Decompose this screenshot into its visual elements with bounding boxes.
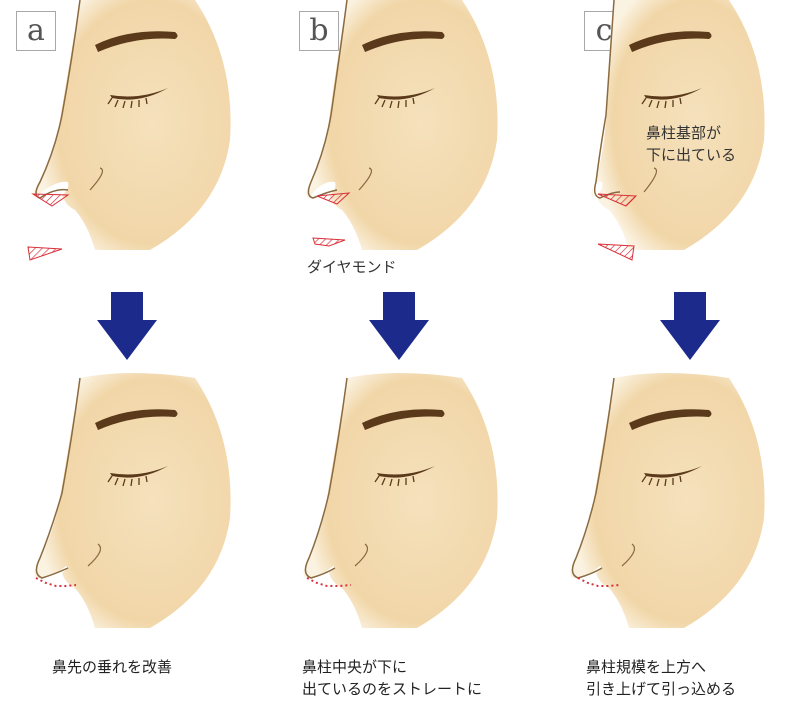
- eyebrow: [629, 31, 712, 52]
- eyebrow: [362, 31, 445, 52]
- label-columella-base: 鼻柱基部が 下に出ている: [646, 122, 736, 166]
- eye-lash-line: [110, 466, 168, 478]
- eyelashes: [374, 475, 415, 487]
- eyebrow: [95, 409, 178, 430]
- arrow-down-icon: [369, 292, 429, 360]
- face-before-b: [306, 0, 498, 250]
- caption-a: 鼻先の垂れを改善: [52, 656, 172, 678]
- face-skin: [570, 373, 765, 628]
- eyelashes: [374, 97, 415, 109]
- eyelashes: [641, 475, 682, 487]
- face-skin: [591, 0, 765, 250]
- dotted-correction-line: [35, 577, 77, 587]
- panel-letter-a: a: [16, 11, 56, 51]
- nostril-line: [89, 167, 103, 191]
- dotted-correction-line: [577, 577, 621, 587]
- hatched-graft-nose: [597, 193, 638, 207]
- hatched-diamond-piece: [312, 237, 346, 247]
- hatched-graft-piece: [27, 246, 63, 261]
- caption-c: 鼻柱規模を上方へ 引き上げて引っ込める: [586, 656, 736, 700]
- nostril-line: [358, 167, 372, 191]
- eyelashes: [107, 475, 148, 487]
- nostril-line: [87, 543, 101, 567]
- label-line: 鼻柱基部が: [646, 124, 722, 142]
- hatched-graft-nose: [31, 193, 70, 207]
- eye-lash-line: [377, 88, 435, 100]
- face-after-a: [34, 373, 231, 628]
- caption-b: 鼻柱中央が下に 出ているのをストレートに: [302, 656, 482, 700]
- eye-lash-line: [377, 466, 435, 478]
- panel-b: b ダイヤモンド 鼻柱中央が下に 出ているのをストレートに: [267, 0, 534, 718]
- face-before-a: [27, 0, 231, 261]
- hatched-graft-piece: [597, 243, 635, 261]
- label-diamond: ダイヤモンド: [307, 258, 397, 276]
- face-before-c: [591, 0, 765, 261]
- eyebrow: [362, 409, 445, 430]
- panel-letter-b: b: [299, 11, 339, 51]
- face-skin: [303, 373, 498, 628]
- eyebrow: [95, 31, 178, 52]
- eyelashes: [641, 97, 682, 109]
- eyelashes: [107, 97, 148, 109]
- label-line: 下に出ている: [646, 146, 737, 164]
- face-skin: [306, 0, 498, 250]
- nostril-line: [621, 543, 635, 567]
- face-profile-line: [35, 377, 81, 579]
- dotted-correction-line: [306, 577, 352, 587]
- caption-line: 出ているのをストレートに: [302, 680, 483, 698]
- hatched-graft-nose: [316, 192, 351, 205]
- face-after-b: [303, 373, 498, 628]
- face-skin: [34, 373, 231, 628]
- face-profile-line: [304, 377, 348, 579]
- caption-line: 鼻柱中央が下に: [302, 658, 408, 676]
- nostril-line: [354, 543, 368, 567]
- arrow-down-icon: [97, 292, 157, 360]
- panel-a: a 鼻先の垂れを改善: [0, 0, 267, 718]
- face-skin: [33, 0, 231, 250]
- caption-line: 鼻柱規模を上方へ: [586, 658, 707, 676]
- eye-lash-line: [644, 466, 702, 478]
- arrow-down-icon: [660, 292, 720, 360]
- caption-line: 引き上げて引っ込める: [586, 680, 737, 698]
- eye-lash-line: [644, 88, 702, 100]
- face-profile-line: [571, 377, 615, 579]
- face-after-c: [570, 373, 765, 628]
- eyebrow: [629, 409, 712, 430]
- nostril-line: [643, 167, 657, 193]
- eye-lash-line: [110, 88, 168, 100]
- caption-line: 鼻先の垂れを改善: [52, 658, 173, 676]
- panel-c: c 鼻柱基部が 下に出ている 鼻柱規模を上方へ 引き上げて引っ込める: [534, 0, 800, 718]
